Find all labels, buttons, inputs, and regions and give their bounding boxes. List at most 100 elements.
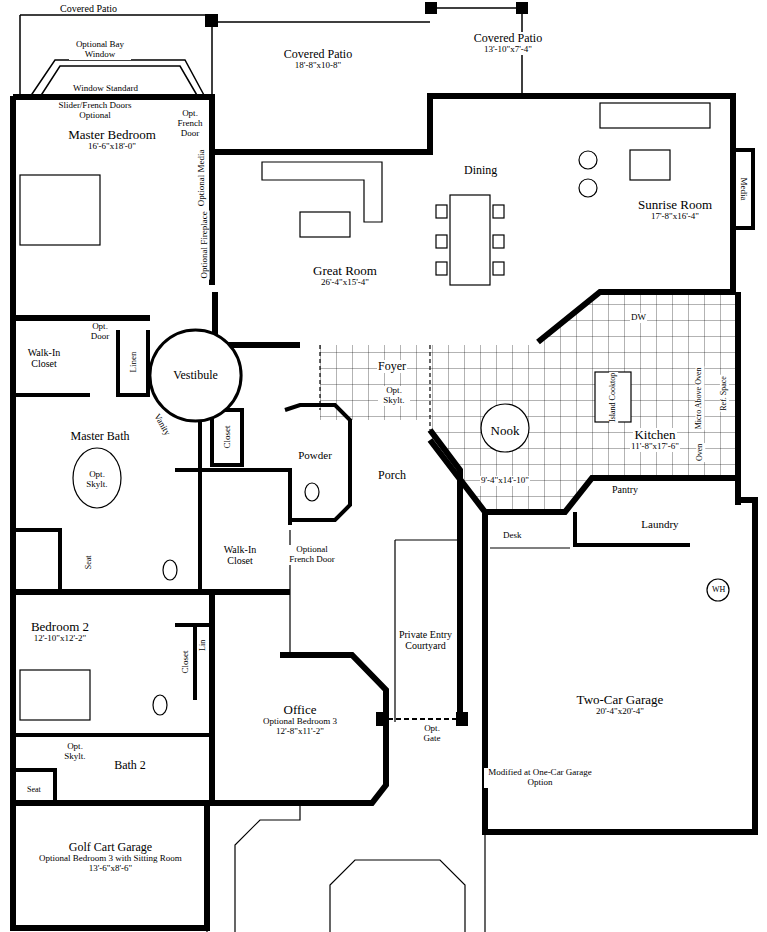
room-note: 16'-6"x18'-0" bbox=[87, 142, 137, 152]
room-note: 26'-4"x15'-4" bbox=[320, 278, 370, 288]
thin-lines bbox=[20, 103, 729, 932]
plan-note: Linen bbox=[129, 350, 139, 373]
bay-window bbox=[30, 60, 205, 97]
room-label-box: Bedroom 212'-10"x12'-2" bbox=[15, 620, 105, 644]
room-name: Covered Patio bbox=[283, 48, 353, 61]
wall bbox=[13, 393, 90, 397]
room-name: Golf Cart Garage bbox=[68, 841, 153, 854]
plan-note: Optional French Door bbox=[286, 545, 338, 565]
patio-line bbox=[212, 22, 430, 152]
chair bbox=[579, 179, 597, 197]
wall bbox=[212, 655, 386, 803]
plan-note: Optional Fireplace bbox=[200, 210, 210, 279]
room-label-box: Covered Patio13'-10"x7'-4" bbox=[458, 32, 558, 55]
room-name: Great Room bbox=[312, 264, 378, 278]
wall bbox=[13, 97, 212, 285]
bed bbox=[20, 670, 90, 720]
room-name: Two-Car Garage bbox=[576, 693, 665, 707]
room-label-box: Golf Cart GarageOptional Bedroom 3 with … bbox=[18, 841, 203, 874]
toilet bbox=[163, 560, 177, 580]
room-label-box: Private Entry Courtyard bbox=[396, 629, 455, 651]
room-label-box: Walk-In Closet bbox=[216, 544, 264, 566]
room-label-box: Powder bbox=[290, 449, 340, 461]
plan-note: Opt. French Door bbox=[171, 109, 209, 139]
room-name: Walk-In Closet bbox=[216, 544, 264, 566]
plan-note: Optional Media bbox=[197, 149, 207, 208]
plan-note: Media bbox=[739, 176, 749, 201]
room-name: Sunrise Room bbox=[637, 198, 713, 212]
toilet bbox=[153, 695, 167, 715]
room-name: Laundry bbox=[640, 518, 679, 530]
room-label-box: Kitchen11'-8"x17'-6" bbox=[610, 428, 700, 452]
pillar bbox=[425, 2, 437, 14]
room-name: Powder bbox=[297, 449, 333, 461]
room-note: 12'-10"x12'-2" bbox=[33, 634, 88, 644]
room-note: 9'-4"x14'-10" bbox=[480, 476, 530, 486]
room-label-box: OfficeOptional Bedroom 312'-8"x11'-2" bbox=[240, 703, 360, 737]
room-name: Porch bbox=[377, 469, 407, 482]
room-label-box: Covered Patio18'-8"x10-8" bbox=[248, 48, 388, 71]
room-note: Optional Bedroom 3 with Sitting Room bbox=[38, 854, 183, 864]
coffee-table bbox=[300, 212, 350, 237]
room-note: Optional Bedroom 3 bbox=[262, 717, 338, 727]
plan-note: Dining bbox=[463, 164, 498, 177]
room-label-box: Laundry bbox=[630, 518, 690, 530]
wall bbox=[735, 292, 741, 505]
room-name: Vestibule bbox=[172, 369, 219, 382]
plan-note: Ref. Space bbox=[720, 375, 729, 412]
plan-note: Opt. Skylt. bbox=[378, 386, 410, 406]
room-label-box: Nook9'-4"x14'-10" bbox=[465, 424, 545, 486]
plan-note: DW bbox=[630, 313, 647, 323]
bed bbox=[20, 175, 100, 245]
island bbox=[595, 372, 631, 422]
room-note: 18'-8"x10-8" bbox=[294, 61, 342, 71]
room-name: Master Bath bbox=[70, 430, 131, 443]
room-name: Kitchen bbox=[633, 428, 676, 442]
wall bbox=[212, 96, 733, 342]
room-note: 20'-4"x20'-4" bbox=[595, 707, 645, 717]
room-note: 17'-8"x16'-4" bbox=[650, 212, 700, 222]
plan-note: Covered Patio bbox=[59, 3, 118, 14]
plan-note: Desk bbox=[502, 531, 523, 541]
room-label-box: Great Room26'-4"x15'-4" bbox=[290, 264, 400, 288]
wall bbox=[733, 150, 753, 228]
toilet bbox=[305, 483, 319, 501]
sofa bbox=[262, 162, 382, 222]
chair bbox=[493, 262, 504, 275]
room-label-box: Walk-In Closet bbox=[16, 347, 72, 369]
wall bbox=[175, 625, 212, 700]
wall bbox=[212, 410, 242, 465]
room-label-box: Foyer bbox=[367, 360, 417, 373]
chair bbox=[436, 235, 447, 248]
drive-line bbox=[207, 803, 485, 932]
room-name: Master Bedroom bbox=[67, 128, 157, 142]
patio-outline bbox=[20, 8, 522, 152]
plan-note: Modified at One-Car Garage Option bbox=[484, 768, 596, 788]
wall bbox=[13, 733, 212, 737]
room-note: 12'-8"x11'-2" bbox=[275, 727, 325, 737]
chair bbox=[493, 205, 504, 218]
desk-counter bbox=[490, 547, 570, 548]
room-name: Bedroom 2 bbox=[30, 620, 90, 634]
circle-outline bbox=[150, 330, 241, 421]
plan-note: Opt. Skylt. bbox=[81, 470, 113, 490]
room-name: Bath 2 bbox=[113, 759, 147, 772]
room-circle: Vestibule bbox=[148, 328, 243, 423]
wall bbox=[198, 400, 202, 592]
plan-note: Window Standard bbox=[72, 84, 139, 94]
plan-note: Slider/French Doors Optional bbox=[44, 101, 146, 121]
room-name: Foyer bbox=[377, 360, 407, 373]
half-wall bbox=[320, 345, 430, 430]
plan-note: Lin bbox=[199, 639, 208, 652]
plan-note: Island Cooktop bbox=[609, 372, 618, 423]
water-heater bbox=[707, 579, 729, 601]
room-name: Office bbox=[283, 703, 318, 717]
wall bbox=[13, 530, 60, 592]
room-label-box: Sunrise Room17'-8"x16'-4" bbox=[620, 198, 730, 222]
room-note: 13'-10"x7'-4" bbox=[483, 45, 533, 55]
pillar bbox=[516, 2, 528, 14]
room-label-box: Bath 2 bbox=[100, 759, 160, 772]
inner-walls bbox=[13, 150, 753, 805]
room-label-box: Master Bedroom16'-6"x18'-0" bbox=[57, 128, 167, 152]
